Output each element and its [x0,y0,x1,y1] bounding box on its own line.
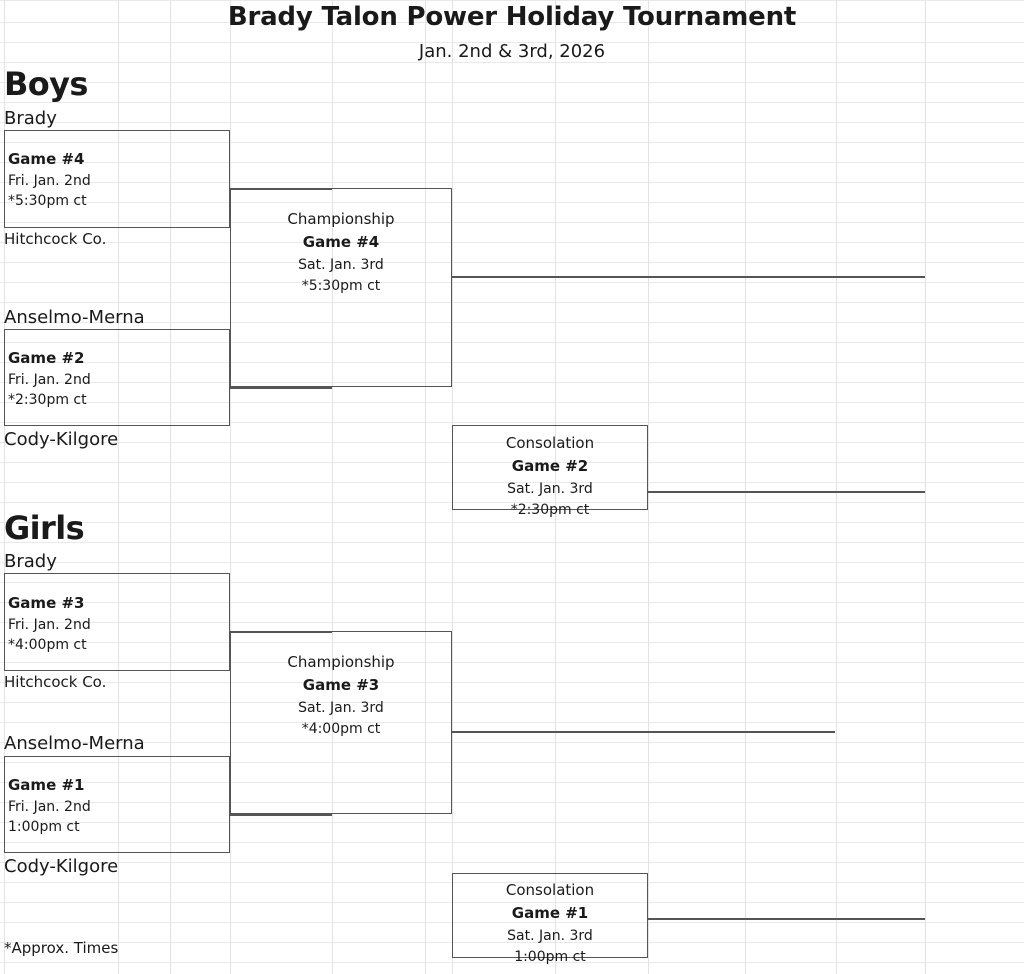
boys-game2-box [4,329,230,426]
boys-seed-bottom-2: Cody-Kilgore [4,429,119,450]
gridline-row [0,282,1024,283]
girls-consolation-time: 1:00pm ct [514,949,586,966]
boys-game2-info: Game #2 Fri. Jan. 2nd *2:30pm ct [8,348,91,410]
boys-championship-time: *5:30pm ct [301,278,381,295]
boys-consolation-info: Consolation Game #2 Sat. Jan. 3rd *2:30p… [452,432,648,522]
girls-consolation-game: Game #1 [511,904,589,923]
page-title: Brady Talon Power Holiday Tournament [227,2,797,32]
gridline-row [0,242,1024,243]
gridline-column [925,0,926,974]
boys-seed-bottom-1: Anselmo-Merna [4,307,145,328]
girls-connector-lower [230,814,332,816]
boys-consolation-game: Game #2 [511,457,589,476]
gridline-column [745,0,746,974]
girls-championship-box [230,631,452,814]
boys-game2-time: *2:30pm ct [8,392,87,409]
boys-championship-label: Championship [287,210,395,228]
gridline-row [0,702,1024,703]
girls-game1-box [4,756,230,853]
gridline-row [0,262,1024,263]
boys-consolation-label: Consolation [505,434,595,452]
division-heading-boys: Boys [4,65,88,103]
girls-seed-bottom-1: Anselmo-Merna [4,733,145,754]
gridline-column [836,0,837,974]
girls-championship-game: Game #3 [302,676,380,695]
gridline-row [0,0,1024,1]
gridline-column [332,0,333,974]
girls-championship-info: Championship Game #3 Sat. Jan. 3rd *4:00… [230,651,452,741]
division-heading-girls: Girls [4,509,85,547]
boys-championship-info: Championship Game #4 Sat. Jan. 3rd *5:30… [230,208,452,298]
girls-seed-bottom-2: Cody-Kilgore [4,856,119,877]
gridline-row [0,322,1024,323]
girls-champion-line [452,731,835,733]
gridline-row [0,302,1024,303]
girls-game3-info: Game #3 Fri. Jan. 2nd *4:00pm ct [8,593,91,655]
girls-game1-info: Game #1 Fri. Jan. 2nd 1:00pm ct [8,775,91,837]
girls-game1-name: Game #1 [8,776,85,794]
boys-game4-info: Game #4 Fri. Jan. 2nd *5:30pm ct [8,149,91,211]
boys-consolation-winner-line [648,491,925,493]
girls-championship-date: Sat. Jan. 3rd [298,699,384,716]
boys-game4-box [4,130,230,228]
boys-game2-name: Game #2 [8,349,85,367]
gridline-column [425,0,426,974]
gridline-row [0,122,1024,123]
page-subtitle: Jan. 2nd & 3rd, 2026 [418,41,606,62]
girls-seed-top-2: Hitchcock Co. [4,673,107,691]
girls-game3-box [4,573,230,671]
approx-times-footnote: *Approx. Times [4,939,119,957]
boys-championship-box [230,188,452,387]
boys-champion-line [452,276,925,278]
boys-consolation-time: *2:30pm ct [510,502,590,519]
boys-seed-top-1: Brady [4,108,57,129]
boys-game4-name: Game #4 [8,150,85,168]
gridline-column [648,0,649,974]
gridline-row [0,522,1024,523]
boys-game4-time: *5:30pm ct [8,193,87,210]
boys-game2-date: Fri. Jan. 2nd [8,371,91,388]
gridline-row [0,742,1024,743]
gridline-row [0,102,1024,103]
girls-consolation-info: Consolation Game #1 Sat. Jan. 3rd 1:00pm… [452,879,648,969]
girls-consolation-winner-line [648,918,925,920]
boys-consolation-box [452,425,648,510]
girls-game3-time: *4:00pm ct [8,637,87,654]
girls-consolation-box [452,873,648,958]
gridline-row [0,62,1024,63]
gridline-row [0,722,1024,723]
girls-game1-time: 1:00pm ct [8,819,80,836]
boys-championship-date: Sat. Jan. 3rd [298,256,384,273]
girls-game1-date: Fri. Jan. 2nd [8,798,91,815]
gridline-row [0,542,1024,543]
boys-consolation-date: Sat. Jan. 3rd [507,480,593,497]
gridline-row [0,82,1024,83]
boys-connector-lower [230,387,332,389]
girls-game3-date: Fri. Jan. 2nd [8,616,91,633]
gridline-column [230,0,231,974]
girls-consolation-date: Sat. Jan. 3rd [507,927,593,944]
gridline-row [0,862,1024,863]
girls-game3-name: Game #3 [8,594,85,612]
girls-championship-label: Championship [287,653,395,671]
boys-seed-top-2: Hitchcock Co. [4,230,107,248]
boys-game4-date: Fri. Jan. 2nd [8,172,91,189]
gridline-row [0,562,1024,563]
girls-championship-time: *4:00pm ct [301,721,381,738]
gridline-row [0,682,1024,683]
girls-seed-top-1: Brady [4,551,57,572]
girls-consolation-label: Consolation [505,881,595,899]
boys-championship-game: Game #4 [302,233,380,252]
